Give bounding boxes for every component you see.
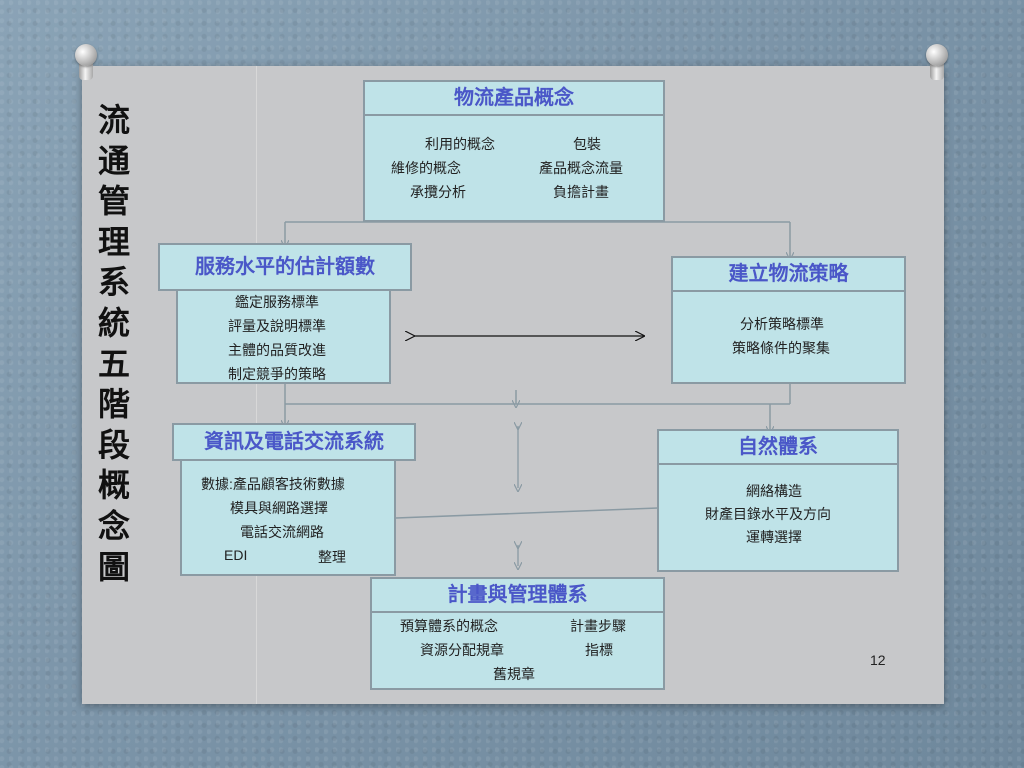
- title-char: 系: [97, 263, 130, 302]
- nature-item: 網絡構造: [746, 483, 802, 499]
- product-item: 包裝: [573, 136, 601, 152]
- info-item: EDI: [224, 547, 248, 563]
- product-item: 維修的概念: [391, 160, 461, 176]
- info-system-title: 資訊及電話交流系統: [172, 423, 416, 461]
- planning-item: 指標: [585, 642, 613, 658]
- strategy-title: 建立物流策略: [671, 256, 906, 292]
- title-char: 段: [97, 425, 130, 464]
- strategy-item: 分析策略標準: [740, 316, 824, 332]
- planning-item: 預算體系的概念: [400, 618, 498, 634]
- title-char: 概: [97, 466, 130, 505]
- service-level-box: [176, 286, 391, 384]
- title-char: 念: [97, 506, 130, 545]
- service-item: 鑑定服務標準: [235, 294, 319, 310]
- info-item: 整理: [318, 549, 346, 565]
- product-item: 承攬分析: [410, 184, 466, 200]
- title-char: 流: [97, 101, 130, 139]
- page-number: 12: [870, 652, 886, 668]
- product-concept-title: 物流產品概念: [363, 80, 665, 116]
- info-item: 模具與網路選擇: [230, 500, 328, 516]
- title-char: 通: [97, 141, 130, 180]
- nature-item: 財產目錄水平及方向: [705, 506, 831, 522]
- title-char: 五: [97, 344, 130, 383]
- planning-item: 舊規章: [493, 666, 535, 682]
- product-item: 負擔計畫: [553, 184, 609, 200]
- product-item: 利用的概念: [425, 136, 495, 152]
- product-item: 產品概念流量: [539, 160, 623, 176]
- divider-line: [256, 66, 257, 704]
- planning-item: 資源分配規章: [420, 642, 504, 658]
- service-item: 評量及說明標準: [228, 318, 326, 334]
- vertical-title: 流 通 管 理 系 統 五 階 段 概 念 圖: [94, 100, 134, 587]
- title-char: 階: [97, 385, 130, 424]
- info-item: 數據:產品顧客技術數據: [201, 476, 345, 492]
- title-char: 圖: [97, 547, 130, 586]
- natural-system-title: 自然體系: [657, 429, 899, 465]
- title-char: 管: [97, 182, 130, 221]
- planning-title: 計畫與管理體系: [370, 577, 665, 613]
- pushpin-icon: [75, 44, 97, 82]
- strategy-item: 策略條件的聚集: [732, 340, 830, 356]
- title-char: 統: [97, 303, 130, 342]
- planning-item: 計畫步驟: [570, 618, 626, 634]
- pushpin-icon: [926, 44, 948, 82]
- info-item: 電話交流網路: [240, 524, 324, 540]
- service-level-title: 服務水平的估計額數: [158, 243, 412, 291]
- service-item: 制定競爭的策略: [228, 366, 326, 382]
- nature-item: 運轉選擇: [746, 529, 802, 545]
- service-item: 主體的品質改進: [228, 342, 326, 358]
- title-char: 理: [97, 222, 130, 261]
